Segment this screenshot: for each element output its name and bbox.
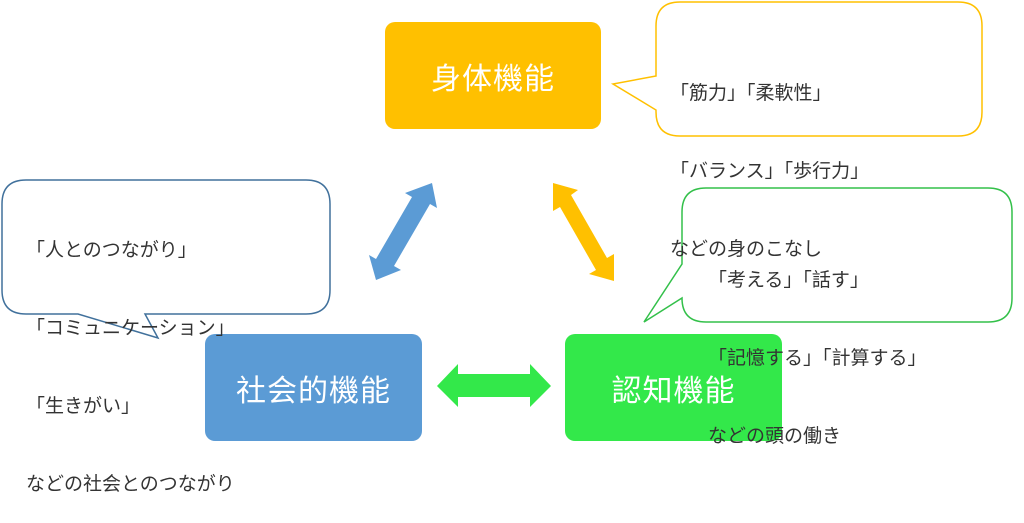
callout-line: 「生きがい」 — [26, 395, 141, 417]
physical-function-label: 身体機能 — [431, 61, 555, 97]
callout-line: などの頭の働き — [708, 425, 842, 447]
callout-line: などの社会とのつながり — [26, 473, 235, 495]
callout-cognitive-text: 「考える」「話す」 「記憶する」「計算する」 などの頭の働き — [708, 215, 927, 475]
callout-line: 「筋力」「柔軟性」 — [670, 82, 832, 104]
arrow-social-physical — [369, 183, 437, 280]
callout-social-bubble — [1, 179, 331, 340]
callout-line: 「バランス」「歩行力」 — [670, 160, 870, 182]
arrow-social-cognitive — [437, 364, 551, 407]
social-function-box: 社会的機能 — [205, 334, 422, 441]
diagram-shapes — [1, 1, 1013, 407]
callout-line: などの身のこなし — [670, 238, 823, 260]
callout-physical-bubble — [610, 1, 983, 137]
callout-physical-text: 「筋力」「柔軟性」 「バランス」「歩行力」 などの身のこなし — [670, 28, 869, 288]
callout-cognitive-bubble — [643, 187, 1013, 323]
social-function-label: 社会的機能 — [236, 373, 391, 409]
callout-line: 「コミュニケーション」 — [26, 317, 235, 339]
callout-line: 「考える」「話す」 — [708, 269, 869, 291]
callout-line: 「記憶する」「計算する」 — [708, 347, 927, 369]
cognitive-function-label: 認知機能 — [611, 373, 736, 409]
physical-function-box: 身体機能 — [385, 22, 601, 129]
callout-line: 「人とのつながり」 — [26, 239, 197, 261]
arrow-physical-cognitive — [553, 183, 614, 281]
callout-social-text: 「人とのつながり」 「コミュニケーション」 「生きがい」 などの社会とのつながり — [26, 185, 235, 523]
cognitive-function-box: 認知機能 — [565, 334, 782, 441]
